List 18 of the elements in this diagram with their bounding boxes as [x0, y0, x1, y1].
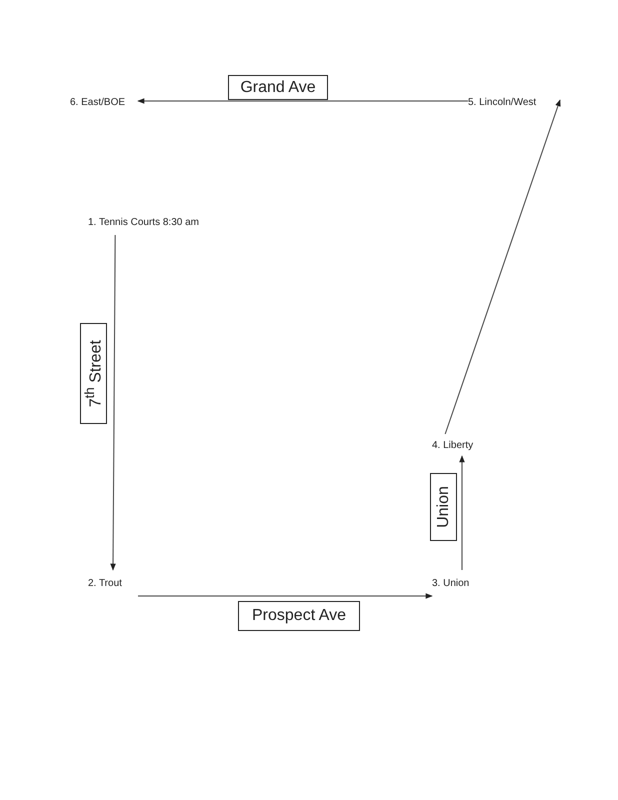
street-name-box: [228, 75, 328, 100]
arrow: [459, 455, 465, 570]
arrow: [110, 234, 116, 571]
street-name: Prospect Ave: [252, 607, 346, 625]
stop-label: 1. Tennis Courts 8:30 am: [88, 217, 199, 228]
stop-label: 3. Union: [432, 578, 470, 588]
arrow: [138, 593, 433, 599]
stop-label: 6. East/BOE: [70, 96, 126, 108]
stop-label: 4. Liberty: [432, 440, 474, 450]
stop-label: 5. Lincoln/West: [468, 96, 536, 108]
street-name: Union: [434, 486, 452, 528]
arrow: [444, 99, 561, 434]
street-name-box: [80, 323, 107, 424]
street-name-box: [238, 601, 360, 631]
stop-label: 2. Trout: [88, 578, 122, 588]
street-name: Grand Ave: [240, 78, 316, 96]
street-name-box: [430, 473, 457, 541]
arrow: [137, 98, 468, 104]
